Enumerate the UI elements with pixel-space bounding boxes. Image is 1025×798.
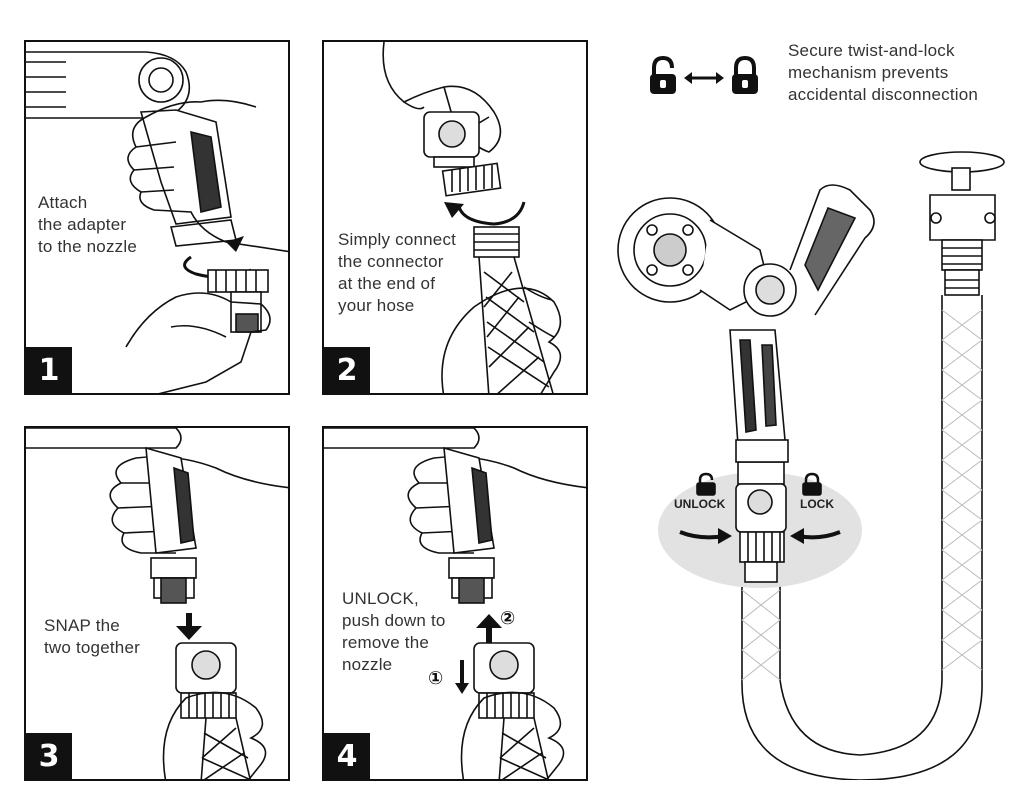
step-3-panel: SNAP the two together 3 (24, 426, 290, 781)
step-2-caption: Simply connect the connector at the end … (338, 230, 457, 315)
step-4-caption: UNLOCK, push down to remove the nozzle (342, 589, 446, 674)
product-diagram (617, 151, 1005, 780)
step-1-number: 1 (26, 347, 72, 393)
lock-icon (732, 56, 758, 94)
step-1-illustration (26, 51, 288, 393)
step-4-number: 4 (324, 733, 370, 779)
unlock-label: UNLOCK (674, 497, 726, 511)
step-2-panel: Simply connect the connector at the end … (322, 40, 588, 395)
lock-label: LOCK (800, 497, 834, 511)
feature-description: Secure twist-and-lock mechanism prevents… (788, 41, 979, 104)
step-1-panel: Attach the adapter to the nozzle 1 (24, 40, 290, 395)
double-arrow-icon (684, 72, 724, 84)
step-2-number: 2 (324, 347, 370, 393)
step-1-caption: Attach the adapter to the nozzle (38, 193, 137, 256)
feature-icons (650, 56, 758, 94)
unlock-icon (650, 56, 676, 94)
step-3-caption: SNAP the two together (44, 616, 140, 657)
step-3-number: 3 (26, 733, 72, 779)
step-4-mark-1: ① (428, 668, 444, 689)
step-4-mark-2: ② (500, 608, 516, 629)
step-4-panel: UNLOCK, push down to remove the nozzle ①… (322, 426, 588, 781)
step-3-illustration (26, 428, 288, 779)
step-2-illustration (382, 42, 562, 393)
step-4-illustration (324, 428, 586, 779)
